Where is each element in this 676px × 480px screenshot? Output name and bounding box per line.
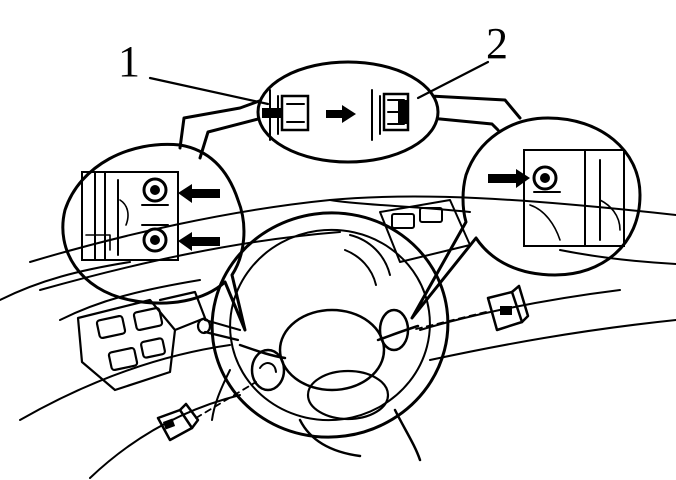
arrow-right-icon	[326, 105, 356, 123]
callout-label-2: 2	[486, 19, 508, 68]
steering-hub	[278, 308, 386, 392]
arrow-left-icon	[178, 232, 220, 251]
right-detail-callout	[410, 116, 642, 320]
right-removed-switch	[411, 284, 530, 332]
left-stalk-lever	[196, 317, 242, 342]
steering-wheel	[210, 211, 450, 462]
callout-2: 2	[416, 19, 508, 100]
callout-label-1: 1	[118, 37, 140, 86]
right-steering-switch	[378, 308, 410, 352]
left-steering-switch	[250, 348, 286, 392]
arrow-right-icon	[488, 169, 530, 188]
arrow-left-icon	[178, 184, 220, 203]
left-removed-switch	[156, 381, 257, 442]
center-console-switches	[344, 199, 471, 286]
callout-1: 1	[118, 37, 270, 106]
top-detail-callout	[178, 60, 522, 164]
left-detail-callout	[61, 142, 247, 332]
dashboard-outline	[0, 195, 676, 479]
left-dash-switch-panel	[76, 290, 207, 392]
